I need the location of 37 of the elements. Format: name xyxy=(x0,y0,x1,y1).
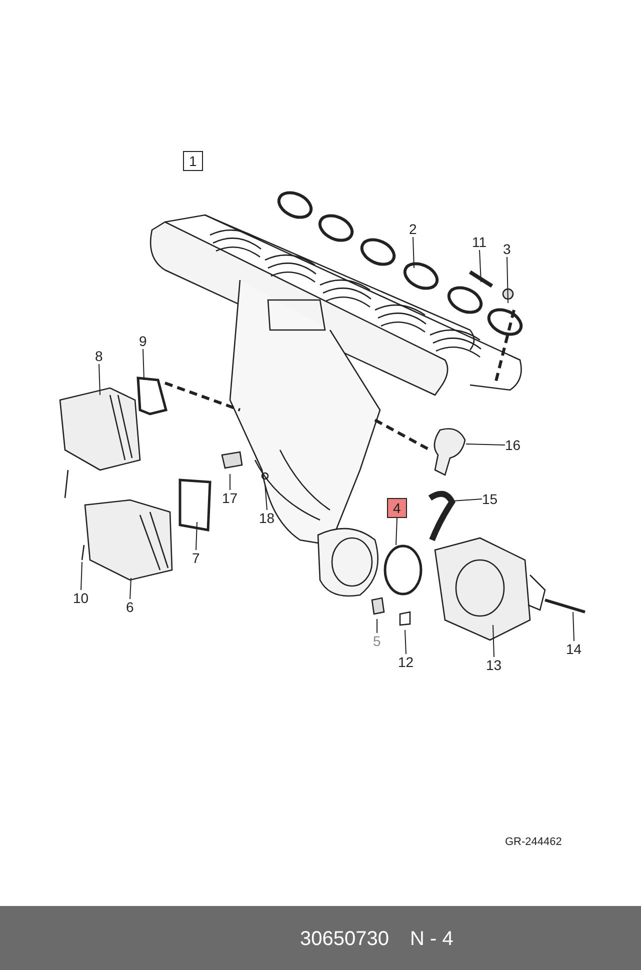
callout-number: 11 xyxy=(472,234,487,250)
leader-line xyxy=(196,522,198,550)
leader-line xyxy=(376,618,378,634)
leader-line xyxy=(572,612,574,642)
callout-number: 10 xyxy=(73,590,89,606)
leader-line xyxy=(492,624,494,658)
leader-line xyxy=(466,444,506,446)
callout-number: 14 xyxy=(566,641,582,657)
callout-number: 13 xyxy=(486,657,502,673)
leader-line xyxy=(80,562,82,590)
callout-box: 1 xyxy=(183,151,203,171)
leader-line xyxy=(142,348,144,380)
callout-number: 18 xyxy=(259,510,275,526)
callout-number: 3 xyxy=(503,241,511,257)
callout-number: 16 xyxy=(505,437,521,453)
callout-number: 8 xyxy=(95,348,103,364)
leader-line xyxy=(412,236,414,268)
leader-line xyxy=(264,484,268,510)
leader-line xyxy=(404,630,406,654)
callout-number: 5 xyxy=(373,633,381,649)
leader-line xyxy=(396,518,398,546)
callout-number: 7 xyxy=(192,550,200,566)
leader-line xyxy=(98,364,100,396)
page-number: N - 4 xyxy=(410,928,454,951)
leader-line xyxy=(479,250,482,282)
leader-line xyxy=(452,498,482,502)
callout-number: 2 xyxy=(409,221,417,237)
part-number: 30650730 xyxy=(300,928,389,951)
callout-number: 17 xyxy=(222,490,238,506)
leader-line xyxy=(130,578,132,600)
callout-number: 15 xyxy=(482,491,498,507)
callout-number: 9 xyxy=(139,333,147,349)
drawing-number: GR-244462 xyxy=(505,836,562,848)
callout-number: 6 xyxy=(126,599,134,615)
callout-box: 4 xyxy=(387,498,407,518)
leader-line xyxy=(506,256,508,304)
callout-number: 12 xyxy=(398,654,414,670)
